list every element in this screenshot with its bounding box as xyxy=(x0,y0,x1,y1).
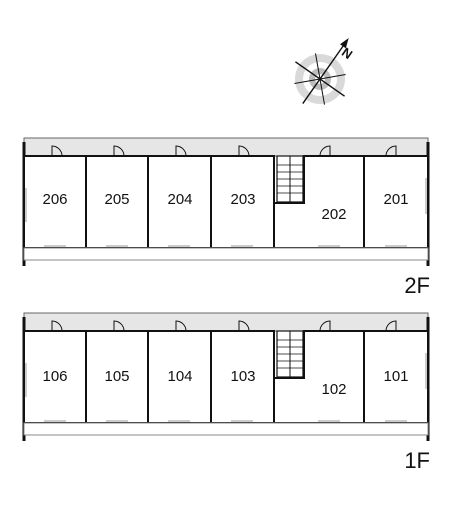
corridor xyxy=(23,312,429,332)
unit-label-201: 201 xyxy=(383,191,408,208)
unit-label-101: 101 xyxy=(383,368,408,385)
unit-label-204: 204 xyxy=(167,191,192,208)
floor-2f: 206 205 204 203 202 201 2F xyxy=(22,137,430,298)
floor-label-2f: 2F xyxy=(404,273,430,298)
unit-label-103: 103 xyxy=(230,368,255,385)
windows xyxy=(25,178,427,247)
unit-label-106: 106 xyxy=(42,368,67,385)
room-201 xyxy=(363,155,429,249)
unit-label-102: 102 xyxy=(321,381,346,398)
balcony xyxy=(23,247,429,261)
floor-1f: 106 105 104 103 102 101 1F xyxy=(22,312,430,473)
unit-label-202: 202 xyxy=(321,206,346,223)
compass-rose-icon: N xyxy=(294,38,355,105)
room-204 xyxy=(147,155,212,249)
doors xyxy=(51,320,397,332)
balcony xyxy=(23,422,429,436)
unit-label-206: 206 xyxy=(42,191,67,208)
windows xyxy=(25,353,427,422)
unit-label-104: 104 xyxy=(167,368,192,385)
floor-label-1f: 1F xyxy=(404,448,430,473)
unit-label-205: 205 xyxy=(104,191,129,208)
room-103 xyxy=(210,330,275,424)
doors xyxy=(51,145,397,157)
compass-north-letter: N xyxy=(339,44,355,62)
corridor xyxy=(23,137,429,157)
staircase xyxy=(276,330,304,378)
unit-label-203: 203 xyxy=(230,191,255,208)
staircase xyxy=(276,155,304,203)
room-206 xyxy=(23,155,87,249)
unit-label-105: 105 xyxy=(104,368,129,385)
